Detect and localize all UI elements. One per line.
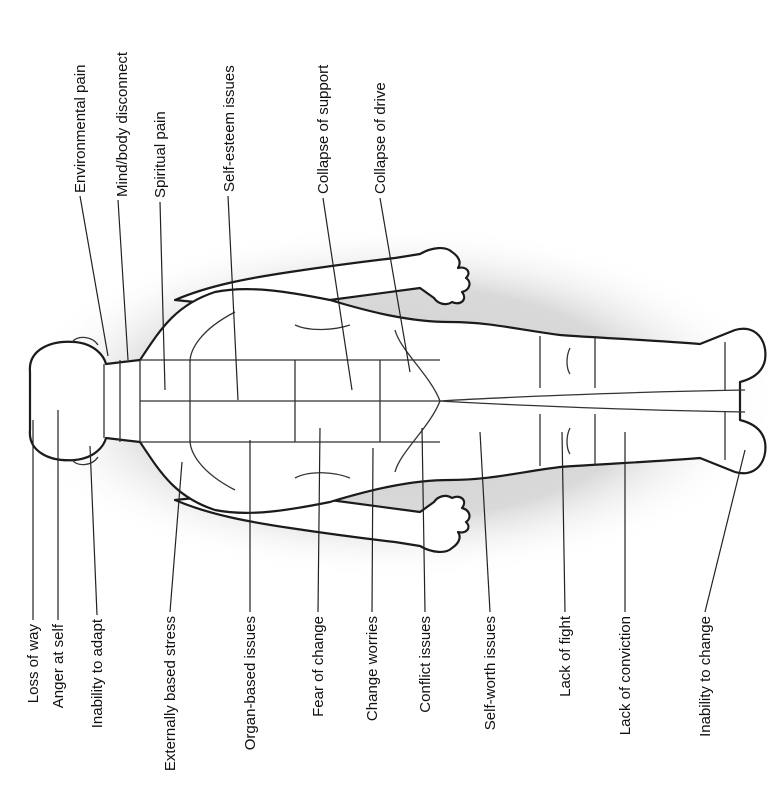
label-conflict-issues: Conflict issues [417, 616, 434, 713]
labels-bottom: Loss of way Anger at self Inability to a… [25, 615, 714, 771]
label-environmental-pain: Environmental pain [72, 65, 89, 193]
label-mind-body-disconnect: Mind/body disconnect [114, 51, 131, 197]
label-collapse-of-support: Collapse of support [315, 64, 332, 194]
label-lack-of-conviction: Lack of conviction [617, 616, 634, 735]
label-externally-based-stress: Externally based stress [162, 616, 179, 771]
label-self-worth-issues: Self-worth issues [482, 616, 499, 730]
label-change-worries: Change worries [364, 616, 381, 721]
label-fear-of-change: Fear of change [310, 616, 327, 717]
label-loss-of-way: Loss of way [25, 624, 42, 704]
label-collapse-of-drive: Collapse of drive [372, 82, 389, 194]
label-anger-at-self: Anger at self [50, 623, 67, 708]
label-inability-to-change: Inability to change [697, 616, 714, 737]
labels-top: Environmental pain Mind/body disconnect … [72, 51, 389, 198]
label-lack-of-fight: Lack of fight [557, 615, 574, 697]
label-inability-to-adapt: Inability to adapt [89, 618, 106, 728]
label-self-esteem-issues: Self-esteem issues [221, 65, 238, 192]
label-organ-based-issues: Organ-based issues [242, 616, 259, 750]
label-spiritual-pain: Spiritual pain [152, 111, 169, 198]
